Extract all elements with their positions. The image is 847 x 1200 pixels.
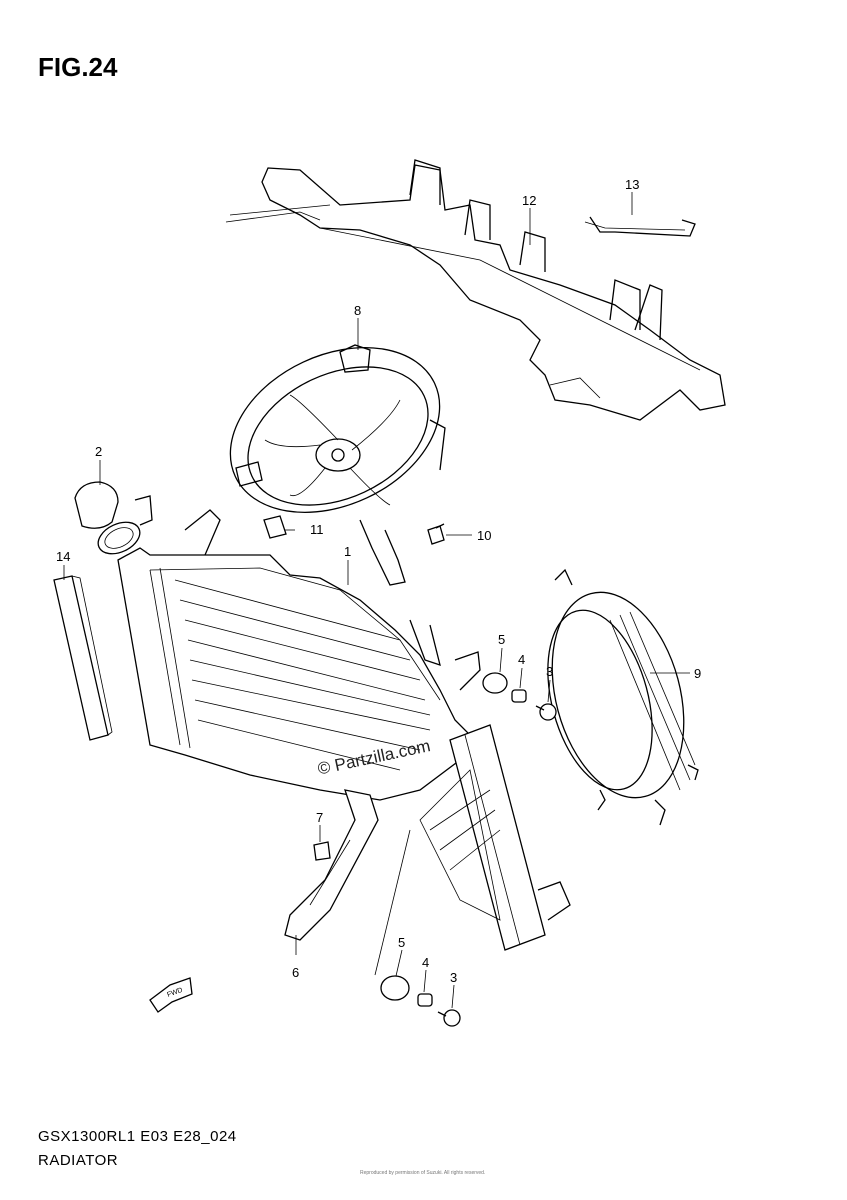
forward-arrow-icon: FWD (149, 977, 193, 1013)
callout-3-upper: 3 (546, 664, 553, 679)
callout-12: 12 (522, 193, 536, 208)
figure-title: FIG.24 (38, 52, 118, 82)
part-4-collar-lower[interactable] (417, 993, 433, 1007)
callout-10: 10 (477, 528, 491, 543)
part-8-cooling-fan[interactable] (204, 316, 467, 586)
part-5-grommet-upper[interactable] (482, 672, 508, 694)
part-3-bolt-upper[interactable] (535, 703, 557, 721)
callout-2: 2 (95, 444, 102, 459)
part-9-cooling-fan[interactable] (530, 568, 705, 826)
callout-7: 7 (316, 810, 323, 825)
callout-3-lower: 3 (450, 970, 457, 985)
model-code: GSX1300RL1 E03 E28_024 (38, 1128, 237, 1145)
callout-8: 8 (354, 303, 361, 318)
part-2-radiator-cap[interactable] (74, 481, 153, 560)
part-11-nut[interactable] (263, 515, 287, 539)
part-1-radiator-lower-tank[interactable] (419, 724, 571, 951)
part-12-radiator-cover[interactable] (225, 159, 726, 421)
callout-13: 13 (625, 177, 639, 192)
copyright-note: Reproduced by permission of Suzuki. All … (360, 1170, 486, 1176)
part-7-bolt[interactable] (313, 841, 331, 861)
part-14-pad[interactable] (53, 575, 113, 741)
leader-lines (63, 192, 690, 1009)
callout-6: 6 (292, 965, 299, 980)
callout-9: 9 (694, 666, 701, 681)
part-6-bracket[interactable] (284, 789, 379, 941)
part-5-grommet-lower[interactable] (380, 975, 410, 1001)
callout-5-upper: 5 (498, 632, 505, 647)
callout-14: 14 (56, 549, 70, 564)
callout-5-lower: 5 (398, 935, 405, 950)
section-name: RADIATOR (38, 1152, 119, 1169)
part-13-clip[interactable] (584, 216, 696, 237)
part-4-collar-upper[interactable] (511, 689, 527, 703)
callout-1: 1 (344, 544, 351, 559)
callout-11: 11 (310, 522, 324, 537)
part-10-bolt[interactable] (427, 523, 445, 545)
part-1-radiator[interactable] (117, 509, 481, 801)
callout-4-upper: 4 (518, 652, 525, 667)
callout-4-lower: 4 (422, 955, 429, 970)
callout-labels: 1 2 3 3 4 4 5 5 6 7 8 9 10 11 12 13 14 (56, 177, 701, 985)
part-3-bolt-lower[interactable] (437, 1009, 461, 1027)
